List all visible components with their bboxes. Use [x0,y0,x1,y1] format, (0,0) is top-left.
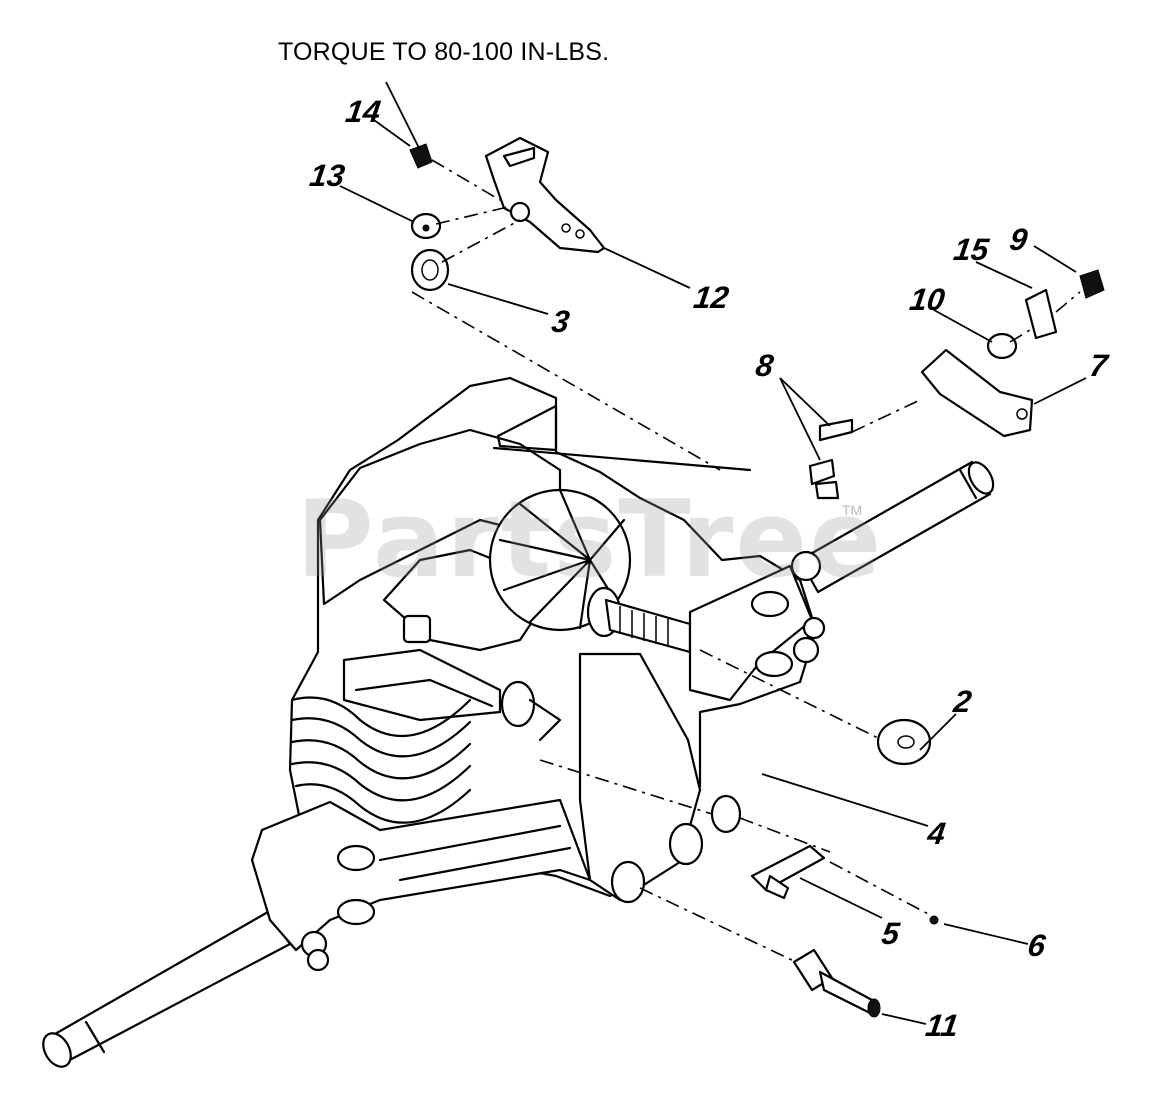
callout-12: 12 [691,280,731,315]
pins-8 [808,418,854,500]
assembly-lines [411,159,1081,963]
shift-lever-12 [484,136,606,254]
output-axle-left [42,910,292,1068]
spacer-13 [410,212,442,240]
bolt-14 [409,143,433,169]
leader-lines [339,81,1087,1025]
callout-15: 15 [951,232,991,267]
output-axle-right [798,460,995,594]
callout-13: 13 [307,158,347,193]
nut-9 [1079,269,1105,299]
trademark: TM [842,502,863,518]
bracket-7 [920,348,1034,438]
plate-5 [750,844,826,900]
lock-plate-15 [1024,288,1058,340]
bolt-11 [792,948,881,1018]
washer-3 [410,248,450,292]
washer-10 [986,332,1018,360]
washer-2 [876,718,932,766]
callout-11: 11 [923,1008,961,1043]
callout-10: 10 [907,282,947,317]
washer-4 [710,794,742,834]
torque-note: TORQUE TO 80-100 IN-LBS. [278,38,610,66]
pin-6 [929,915,939,925]
transaxle-housing [250,376,826,972]
callout-14: 14 [343,94,383,129]
